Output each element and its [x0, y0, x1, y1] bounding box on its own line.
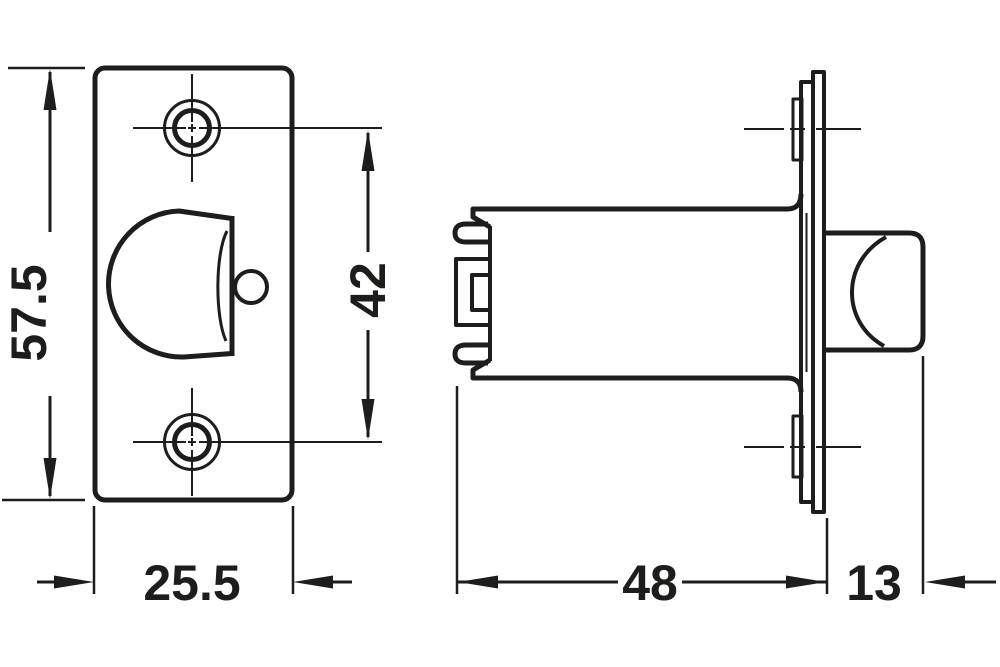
- rear-bracket-inner: [470, 273, 490, 312]
- dim-label-bolt-projection: 13: [846, 555, 902, 611]
- side-view-latch: [452, 70, 926, 514]
- dimension-hole-spacing: 42: [340, 130, 396, 440]
- front-view-faceplate: [92, 65, 382, 503]
- screw-hole-bottom: [133, 388, 382, 496]
- dimension-plate-height: 57.5: [1, 66, 85, 502]
- arrowhead-up: [361, 130, 375, 171]
- dim-label-hole-spacing: 42: [340, 262, 396, 318]
- arrowhead-right: [54, 575, 94, 589]
- dim-label-plate-width: 25.5: [143, 555, 240, 611]
- latch-bolt-side: [824, 230, 926, 353]
- arrowhead-down: [361, 399, 375, 440]
- arrowhead-up: [43, 69, 57, 110]
- outer-plate-edge: [811, 70, 826, 514]
- dimension-plate-width: 25.5: [37, 506, 352, 611]
- spring-clip-top: [452, 221, 489, 245]
- bolt-plunger-pin: [233, 269, 269, 305]
- case-top-edge: [470, 193, 804, 230]
- dimension-bolt-projection: 13: [846, 356, 996, 611]
- faceplate-front-outline: [92, 65, 295, 503]
- rear-bracket-outer: [454, 257, 490, 327]
- arrowhead-left: [925, 575, 965, 589]
- dim-label-case-length: 48: [622, 555, 678, 611]
- spring-clip-bottom: [452, 342, 489, 366]
- bolt-bevel-edge-side: [850, 235, 887, 348]
- arrowhead-left: [458, 575, 498, 589]
- screw-hole-top: [133, 74, 382, 182]
- latch-bolt-front: [105, 208, 269, 360]
- dimension-case-length: 48: [455, 386, 829, 611]
- arrowhead-down: [43, 458, 57, 499]
- arrowhead-right: [786, 575, 826, 589]
- case-bottom-edge: [470, 357, 804, 393]
- bolt-bevel-edge-front: [216, 230, 229, 342]
- dim-label-plate-height: 57.5: [1, 264, 57, 361]
- arrowhead-left: [293, 575, 333, 589]
